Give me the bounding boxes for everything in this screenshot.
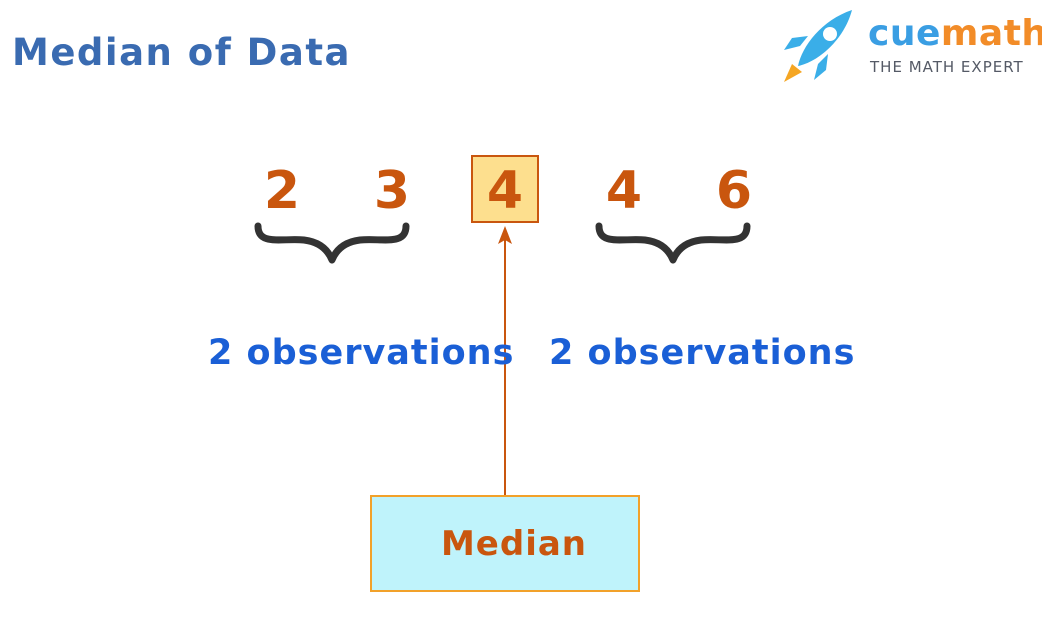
cuemath-logo: cuemath THE MATH EXPERT [778, 6, 1042, 86]
data-value-2: 3 [373, 161, 411, 221]
brand-tagline: THE MATH EXPERT [870, 58, 1024, 76]
right-brace [595, 222, 751, 264]
brand-math: math [940, 13, 1042, 54]
data-value-5: 6 [715, 161, 753, 221]
left-observations-label: 2 observations [208, 333, 515, 373]
brand-cue: cue [868, 13, 941, 54]
median-highlight-box [471, 155, 539, 223]
page-title: Median of Data [12, 31, 352, 74]
median-label: Median [440, 524, 588, 564]
right-observations-label: 2 observations [549, 333, 856, 373]
data-value-1: 2 [263, 161, 301, 221]
data-value-median: 4 [486, 161, 524, 221]
data-value-4: 4 [605, 161, 643, 221]
median-arrow-head [498, 226, 512, 244]
left-brace [254, 222, 410, 264]
rocket-icon [784, 10, 852, 82]
brand-wordmark: cuemath [868, 16, 1042, 52]
median-label-box: Median [370, 495, 640, 592]
